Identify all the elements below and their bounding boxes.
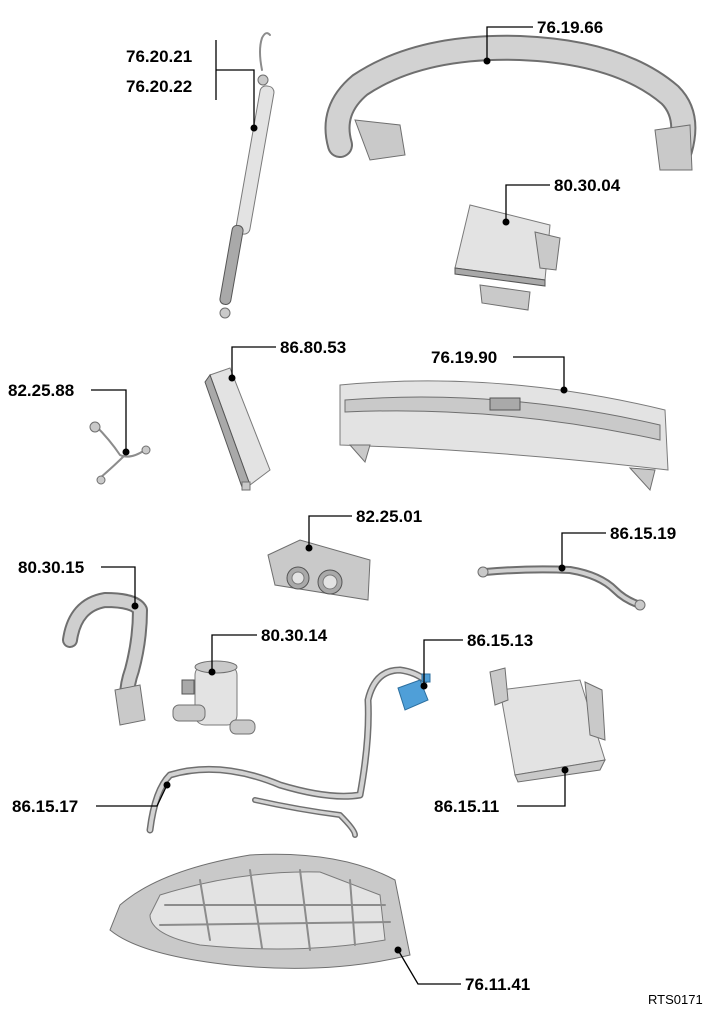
- callout-label: 80.30.04: [554, 176, 621, 195]
- coolant-pipe-part: [62, 592, 148, 726]
- callout-label: 80.30.15: [18, 558, 84, 577]
- gas-strut-part: [219, 32, 275, 319]
- callout-label: 80.30.14: [261, 626, 328, 645]
- callout-label: 76.20.21: [126, 47, 192, 66]
- callout-label: 82.25.88: [8, 381, 74, 400]
- main-harness-part: [146, 666, 431, 838]
- callout-label: 76.11.41: [465, 975, 530, 994]
- callout-label: 86.15.11: [434, 797, 499, 816]
- auxiliary-pump-part: [172, 660, 256, 735]
- callout-label: 76.20.22: [126, 77, 192, 96]
- callout-label: 82.25.01: [356, 507, 422, 526]
- callout-label: 86.15.19: [610, 524, 676, 543]
- reference-code: RTS0171: [648, 992, 703, 1007]
- small-harness-part: [89, 421, 151, 485]
- callout-label: 76.19.90: [431, 348, 497, 367]
- leader-lines: [91, 26, 606, 985]
- callout-labels: 76.20.21 76.20.22 76.19.66 80.30.04 86.8…: [8, 18, 676, 994]
- trim-arch-part: [324, 34, 697, 171]
- highlighted-connector: [397, 679, 429, 711]
- callout-label: 76.19.66: [537, 18, 603, 37]
- control-module-part: [454, 204, 561, 311]
- callout-label: 86.15.13: [467, 631, 533, 650]
- expansion-valve-part: [267, 539, 371, 601]
- sill-panel-part: [339, 380, 669, 492]
- electronic-unit-part: [204, 367, 271, 491]
- battery-cable-part: [477, 565, 646, 611]
- battery-tray-part: [489, 667, 606, 783]
- callout-label: 86.15.17: [12, 797, 78, 816]
- undertray-part: [109, 853, 411, 969]
- callout-label: 86.80.53: [280, 338, 346, 357]
